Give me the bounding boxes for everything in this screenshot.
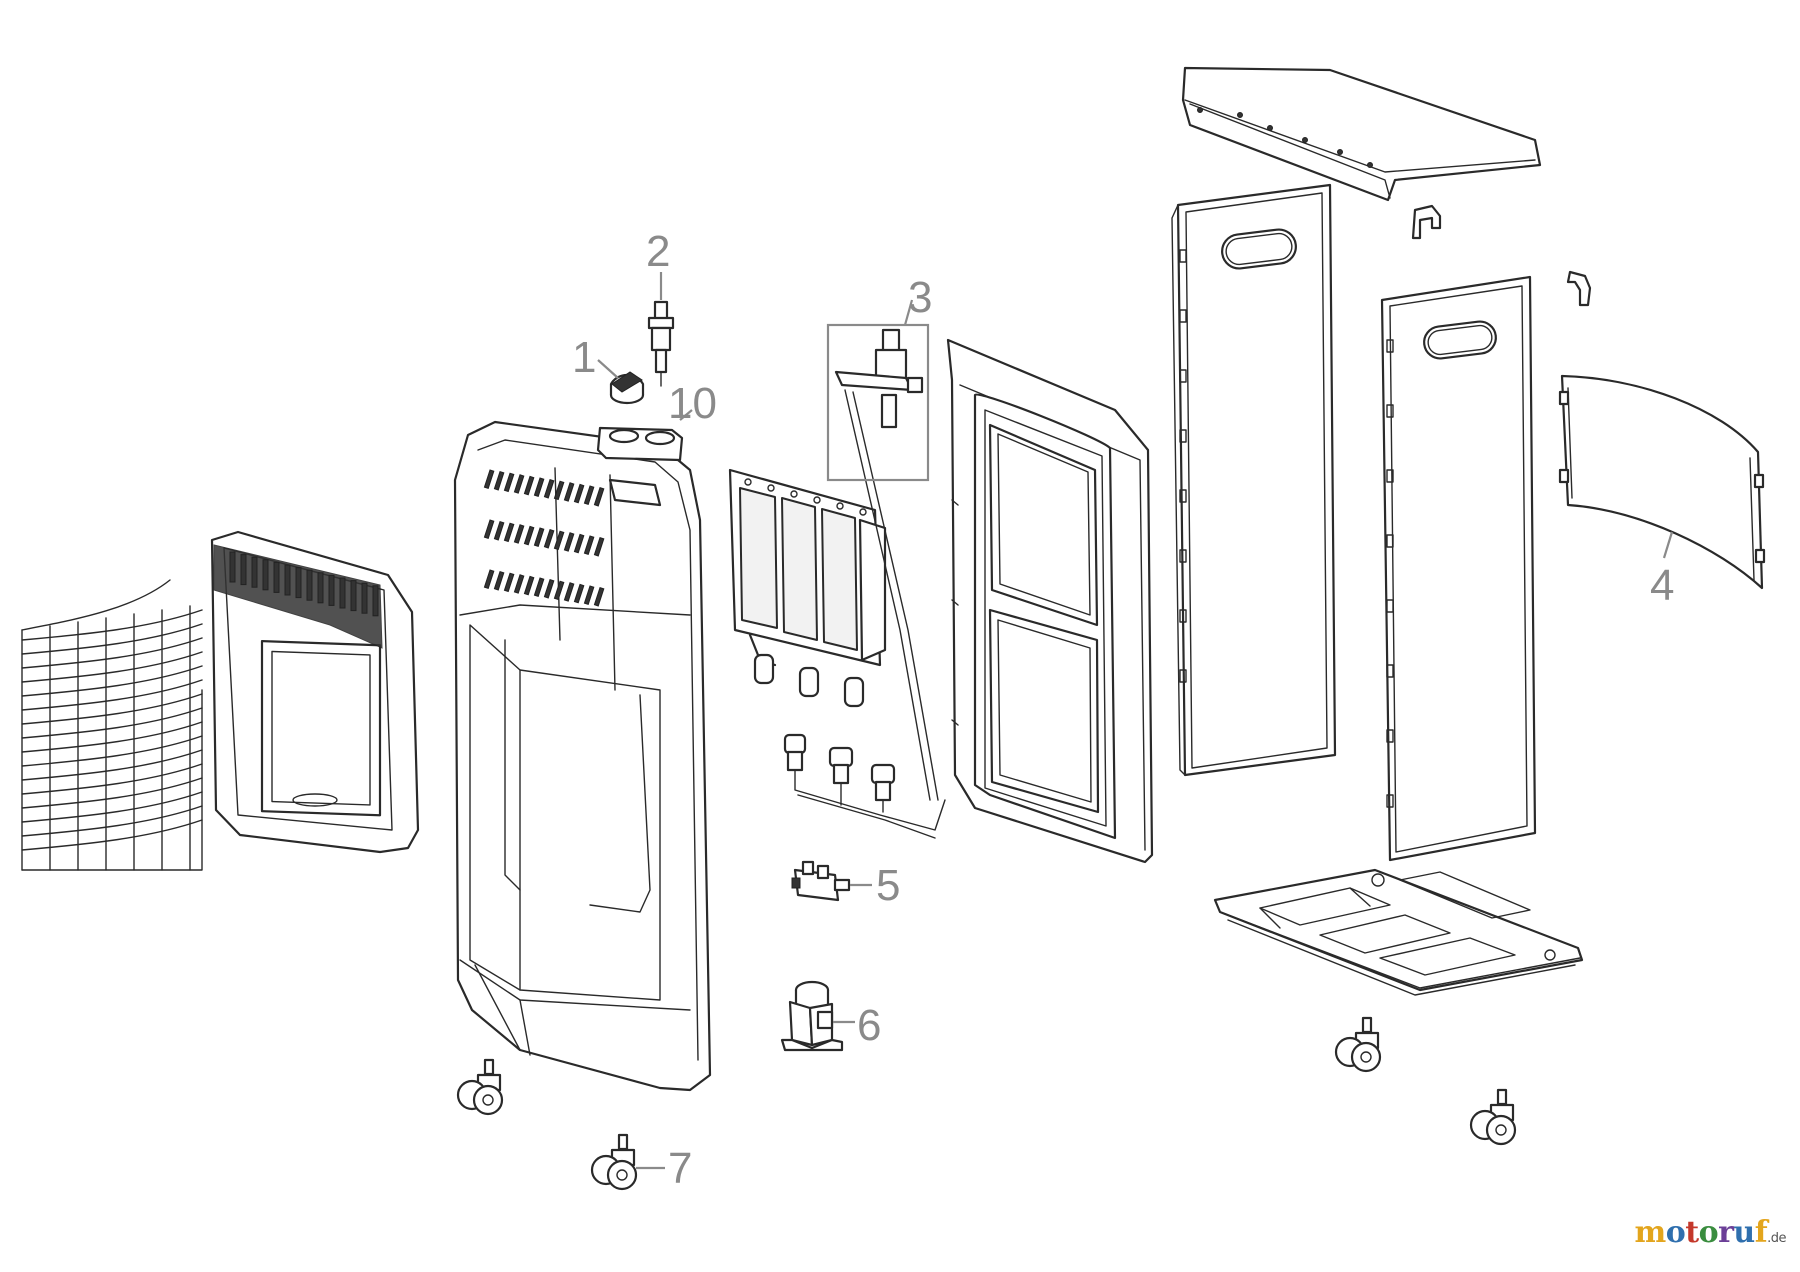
side-clip-left <box>1411 204 1442 240</box>
watermark-logo: motoruf.de <box>1634 1215 1786 1250</box>
brand-letter: u <box>1733 1215 1755 1250</box>
callout-label-3: 3 <box>908 273 932 322</box>
curved-rear-cover <box>1558 374 1766 590</box>
brand-letter: o <box>1665 1215 1686 1250</box>
callout-label-5: 5 <box>876 861 900 910</box>
callout-label-4: 4 <box>1650 561 1674 610</box>
side-clip-right <box>1566 270 1592 307</box>
callout-3: 3 <box>826 273 932 482</box>
callout-4: 4 <box>1650 531 1674 610</box>
main-housing-cabinet <box>453 420 712 1092</box>
callout-label-1: 1 <box>572 333 596 382</box>
gas-regulator-bracket <box>780 980 844 1052</box>
front-guard-grille <box>21 579 203 871</box>
callout-2: 2 <box>646 227 670 300</box>
callout-7: 7 <box>636 1144 692 1193</box>
piezo-igniter <box>647 300 675 387</box>
brand-tld: .de <box>1767 1231 1786 1246</box>
callout-10: 10 <box>668 379 717 428</box>
callout-1: 1 <box>572 333 619 382</box>
brand-letter: r <box>1718 1215 1734 1250</box>
callout-label-10: 10 <box>668 379 717 428</box>
brand-letter: m <box>1634 1215 1666 1250</box>
side-panel-right <box>1380 275 1537 862</box>
gas-valve-thermocouple <box>834 328 939 801</box>
brand-letter: t <box>1685 1215 1699 1250</box>
knob-bezel-plate <box>596 426 684 462</box>
brand-letter: f <box>1754 1215 1768 1250</box>
brand-letter: o <box>1698 1215 1719 1250</box>
caster-wheel-rear-left <box>1334 1016 1382 1073</box>
rear-back-panel <box>946 338 1154 864</box>
callout-6: 6 <box>833 1001 881 1050</box>
front-frame-panel <box>210 530 420 854</box>
caster-wheel-front-left <box>456 1058 504 1116</box>
callout-label-6: 6 <box>857 1001 881 1050</box>
top-cover-lid <box>1181 66 1542 202</box>
base-bottom-tray <box>1213 868 1584 996</box>
side-panel-left <box>1171 183 1337 777</box>
burner-assembly <box>728 468 887 708</box>
caster-wheel-rear-right <box>1469 1088 1517 1146</box>
caster-wheel-front-right <box>590 1133 638 1191</box>
control-knob <box>609 371 645 405</box>
callout-5: 5 <box>850 861 900 910</box>
safety-switch-bracket <box>791 860 851 902</box>
gas-manifold-pipes <box>783 733 946 839</box>
callout-label-2: 2 <box>646 227 670 276</box>
callout-label-7: 7 <box>668 1144 692 1193</box>
